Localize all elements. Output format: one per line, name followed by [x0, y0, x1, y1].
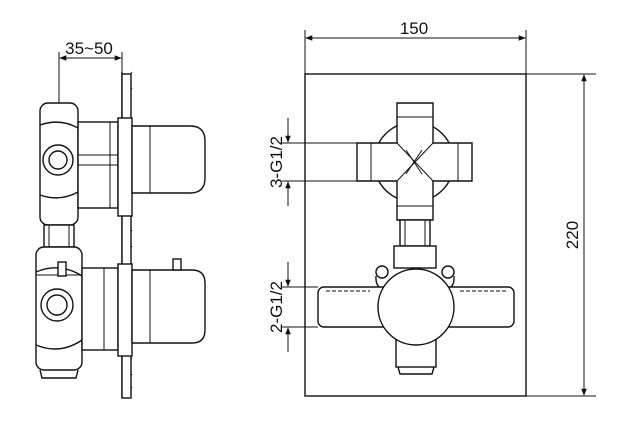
dim-wall-depth-label: 35~50 — [65, 39, 113, 58]
dim-height-label: 220 — [563, 221, 582, 249]
lower-handle-side — [117, 258, 206, 357]
cover-plate-side — [121, 73, 132, 399]
dim-width: 150 — [304, 19, 527, 74]
lower-valve-front — [317, 245, 515, 375]
upper-handle-side — [117, 117, 206, 217]
dim-upper-outlets: 3-G1/2 — [267, 118, 357, 206]
dim-upper-outlets-label: 3-G1/2 — [267, 136, 286, 188]
connecting-pipe-side — [43, 224, 75, 248]
lower-valve-body — [35, 246, 119, 379]
front-view: 150 220 3-G1/2 2-G1/2 — [267, 19, 596, 397]
dim-width-label: 150 — [400, 19, 428, 38]
upper-cross-handle — [356, 102, 473, 221]
dim-height: 220 — [526, 73, 596, 397]
dim-lower-outlets: 2-G1/2 — [267, 262, 318, 352]
side-view: 35~50 — [35, 39, 206, 399]
dim-wall-depth: 35~50 — [58, 39, 123, 103]
dim-lower-outlets-label: 2-G1/2 — [267, 281, 286, 333]
connecting-pipe-front — [399, 219, 431, 247]
upper-valve-body — [39, 102, 119, 226]
cover-plate-front — [304, 73, 527, 397]
